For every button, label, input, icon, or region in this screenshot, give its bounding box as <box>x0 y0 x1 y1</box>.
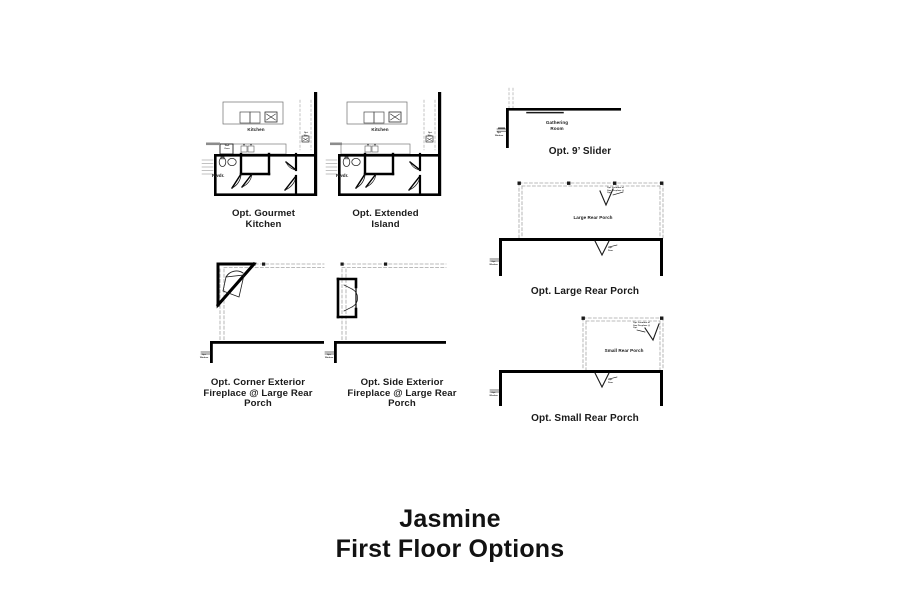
caption-corner-exterior-fireplace: Opt. Corner Exterior Fireplace @ Large R… <box>203 377 313 410</box>
caption-side-exterior-fireplace: Opt. Side Exterior Fireplace @ Large Rea… <box>347 377 457 410</box>
plan-corner-exterior-fireplace: Opt. Window <box>196 255 326 365</box>
plan-drawing-gourmet-kitchen <box>201 92 318 196</box>
tiny-label-opt-window: Opt. Window <box>324 354 334 359</box>
tiny-label-opt-door: Opt. Door <box>608 379 614 384</box>
tiny-label-opt-window: Opt. Window <box>489 392 498 397</box>
plan-large-rear-porch: Large Rear Porch Opt. Location of Gas Fi… <box>487 175 667 280</box>
plan-drawing-nine-foot-slider <box>496 87 621 148</box>
caption-nine-foot-slider: Opt. 9’ Slider <box>548 146 612 157</box>
tiny-label-wall-oven: Wall Oven <box>224 145 230 150</box>
plan-name: Jasmine <box>399 505 501 533</box>
caption-small-rear-porch: Opt. Small Rear Porch <box>531 413 639 424</box>
plan-drawing-large-rear-porch <box>489 181 664 276</box>
plan-drawing-corner-exterior-fireplace <box>200 261 325 363</box>
tiny-label-fireplace-location: Opt. Location of Gas Fireplace @ Opt. <box>607 187 625 195</box>
sheet-subtitle: First Floor Options <box>335 534 565 563</box>
plan-nine-foot-slider: Gathering Room Opt. Window <box>487 87 627 148</box>
caption-large-rear-porch: Opt. Large Rear Porch <box>530 286 640 297</box>
caption-gourmet-kitchen: Opt. Gourmet Kitchen <box>231 208 296 230</box>
room-label-powder: Pwdr. <box>212 173 225 178</box>
plan-side-exterior-fireplace: Opt. Window <box>322 255 452 365</box>
plan-extended-island: Kitchen Pwdr. Opt. Win. <box>320 92 460 202</box>
tiny-label-opt-door: Opt. Door <box>608 247 614 252</box>
room-label-large-rear-porch: Large Rear Porch <box>573 215 613 220</box>
tiny-label-opt-window: Opt. Win. <box>427 132 433 137</box>
title-block: Jasmine First Floor Options <box>0 505 900 564</box>
plan-gourmet-kitchen: Kitchen Pwdr. Wall Oven Opt. Win. <box>196 92 336 202</box>
plan-small-rear-porch: Small Rear Porch Opt. Location of Gas Fi… <box>487 310 667 410</box>
tiny-label-fireplace-location: Opt. Location of Gas Fireplace @ Opt. <box>633 322 651 330</box>
room-label-kitchen: Kitchen <box>371 127 389 132</box>
plan-drawing-extended-island <box>325 92 442 196</box>
room-label-powder: Pwdr. <box>336 173 349 178</box>
room-label-small-rear-porch: Small Rear Porch <box>604 348 644 353</box>
plan-drawing-side-exterior-fireplace <box>324 262 447 363</box>
tiny-label-opt-window: Opt. Window <box>489 261 498 266</box>
plan-drawing-small-rear-porch <box>489 316 664 406</box>
tiny-label-opt-window: Opt. Window <box>494 132 504 137</box>
room-label-kitchen: Kitchen <box>247 127 265 132</box>
tiny-label-opt-window: Opt. Win. <box>303 132 309 137</box>
caption-extended-island: Opt. Extended Island <box>352 208 419 230</box>
room-label-gathering-room: Gathering Room <box>545 120 569 131</box>
tiny-label-opt-window: Opt. Window <box>199 354 209 359</box>
